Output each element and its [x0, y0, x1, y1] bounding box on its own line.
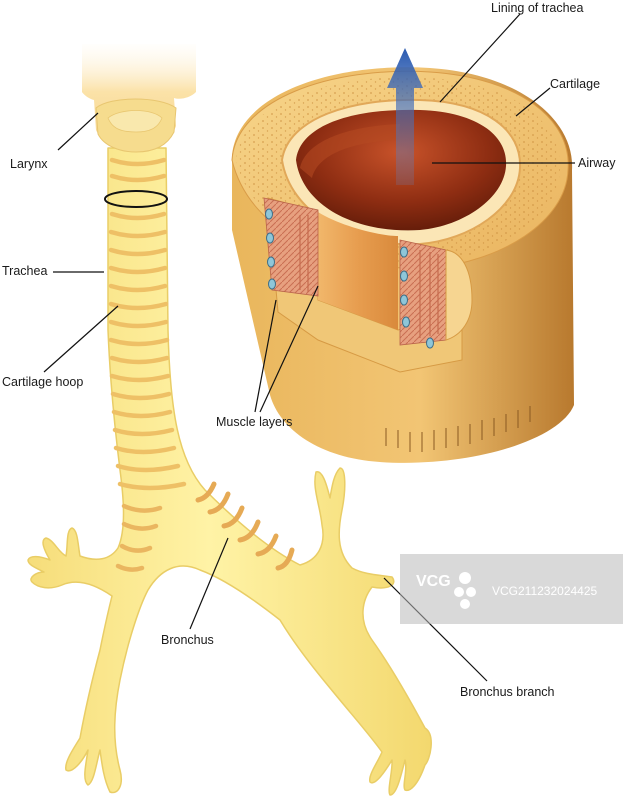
label-trachea: Trachea	[2, 264, 48, 278]
label-larynx: Larynx	[10, 157, 48, 171]
trachea-cartilage-rings	[108, 157, 187, 491]
trachea-cross-section	[231, 48, 574, 463]
cut-cartilage-right	[445, 249, 473, 341]
gland-cells	[265, 208, 434, 349]
watermark-panel: VCG VCG211232024425	[400, 554, 623, 624]
cylinder-ridges	[385, 406, 531, 452]
airway-tree	[27, 44, 432, 796]
left-bronchus-rings	[115, 503, 163, 572]
watermark-logo-icon	[454, 572, 476, 609]
label-cartilage: Cartilage	[550, 77, 601, 91]
label-bronchus: Bronchus	[161, 633, 214, 647]
watermark-brand: VCG	[416, 573, 451, 590]
label-bronchus-branch: Bronchus branch	[460, 685, 555, 699]
label-airway: Airway	[578, 156, 616, 170]
larynx-detail	[107, 110, 163, 133]
label-muscle-layers: Muscle layers	[216, 415, 293, 429]
watermark-id: VCG211232024425	[492, 584, 598, 598]
right-bronchus-rings	[195, 481, 295, 571]
cutaway-inner-wall	[318, 212, 398, 330]
label-cartilage-hoop: Cartilage hoop	[2, 375, 84, 389]
label-lining-of-trachea: Lining of trachea	[491, 1, 584, 15]
airflow-arrow	[387, 48, 423, 185]
section-marker-ellipse	[104, 190, 168, 208]
lumen-highlight	[300, 124, 400, 178]
muscle-fibers	[299, 215, 439, 338]
